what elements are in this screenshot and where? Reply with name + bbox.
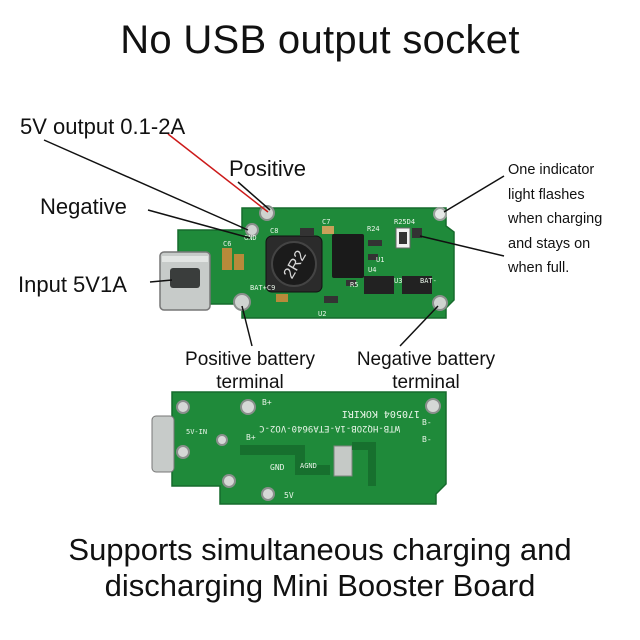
- back-board: B+ 170504 KOKIRI WTB-HQ2OB-1A-ETA9640-VO…: [151, 391, 447, 505]
- input-label: Input 5V1A: [18, 272, 127, 297]
- indicator-leader-line-b: [419, 235, 505, 257]
- ic-chip: [332, 234, 364, 278]
- positive-output-pad: [259, 205, 275, 221]
- positive-label: Positive: [229, 156, 307, 181]
- pos-battery-leader-line: [241, 305, 253, 347]
- negative-battery-terminal-label: Negative battery terminal: [336, 348, 516, 394]
- silk-u2: U2: [318, 310, 326, 318]
- neg-battery-leader-line: [399, 305, 439, 347]
- pos-battery-line-1: Positive battery: [185, 349, 315, 370]
- front-board: 2R2 C7 R24 R25D4 C6 GND C8 U1 R5 U4 U3 B…: [159, 205, 455, 319]
- negative-output-pad: [245, 223, 259, 237]
- negative-battery-pad: [432, 295, 448, 311]
- indicator-line-5: when full.: [508, 260, 570, 276]
- output-leader-line: [167, 133, 269, 213]
- silk-agnd: AGND: [300, 462, 317, 470]
- indicator-line-1: One indicator: [508, 162, 595, 178]
- silk-5v: 5V: [284, 491, 294, 500]
- silk-b-minus-b: B-: [422, 435, 432, 444]
- caption-line-2: discharging Mini Booster Board: [104, 568, 536, 603]
- indicator-leader-line-a: [443, 175, 505, 213]
- silk-u4: U4: [368, 266, 376, 274]
- silk-u3: U3: [394, 277, 402, 285]
- silk-gnd: GND: [244, 234, 257, 242]
- silk-b-plus-mid: B+: [246, 433, 256, 442]
- silk-u1: U1: [376, 256, 384, 264]
- silk-bat-pos: BAT+C9: [250, 284, 275, 292]
- silk-c7: C7: [322, 218, 330, 226]
- silk-bat-neg: BAT-: [420, 277, 437, 285]
- silk-b-minus-a: B-: [422, 418, 432, 427]
- indicator-line-4: and stays on: [508, 235, 591, 252]
- silk-c8: C8: [270, 227, 278, 235]
- bottom-caption: Supports simultaneous charging and disch…: [0, 532, 640, 604]
- silk-b-plus-top: B+: [262, 398, 272, 407]
- neg-battery-line-1: Negative battery: [356, 349, 496, 370]
- silk-r24: R24: [367, 225, 380, 233]
- indicator-note: One indicator light flashes when chargin…: [508, 158, 638, 281]
- input-leader-line: [149, 279, 173, 283]
- page-title: No USB output socket: [120, 18, 520, 62]
- indicator-line-3: when charging: [508, 211, 603, 227]
- mount-hole: [433, 207, 447, 221]
- negative-label: Negative: [40, 194, 127, 219]
- caption-line-1: Supports simultaneous charging and: [68, 532, 572, 567]
- pos-battery-line-2: terminal: [216, 372, 284, 393]
- positive-leader-line: [237, 181, 271, 211]
- output-label: 5V output 0.1-2A: [20, 114, 186, 139]
- silk-model: WTB-HQ2OB-1A-ETA9640-VO2-C: [259, 423, 400, 433]
- silk-c6: C6: [223, 240, 231, 248]
- positive-battery-pad: [233, 293, 251, 311]
- neg-battery-line-2: terminal: [392, 372, 460, 393]
- positive-battery-terminal-label: Positive battery terminal: [160, 348, 340, 394]
- leader-lines: [43, 133, 505, 347]
- silk-5v-in: 5V-IN: [186, 428, 207, 436]
- indicator-line-2: light flashes: [508, 186, 585, 203]
- silk-code: 170504 KOKIRI: [342, 408, 420, 419]
- silk-r25d4: R25D4: [394, 218, 415, 226]
- silk-r5: R5: [350, 281, 358, 289]
- negative-leader-line: [147, 209, 251, 239]
- silk-gnd-back: GND: [270, 463, 285, 472]
- negative-output-leader-line: [43, 139, 249, 231]
